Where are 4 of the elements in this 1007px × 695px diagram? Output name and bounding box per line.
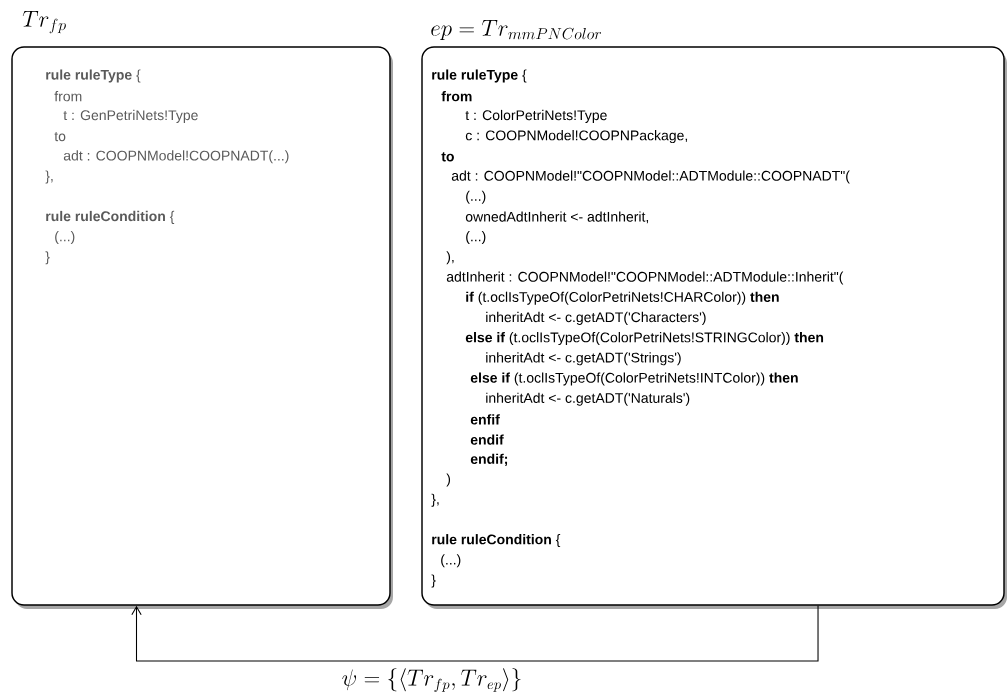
edge-label: $\psi = \{\langle Tr_{fp}, Tr_{ep}\rangle\}$ [340, 666, 524, 694]
panel-heading: $Tr_{fp}$ [22, 10, 66, 34]
panel-heading: $ep = Tr_{mmPNColor}$ [431, 20, 602, 41]
connector-arrow [131, 605, 819, 662]
